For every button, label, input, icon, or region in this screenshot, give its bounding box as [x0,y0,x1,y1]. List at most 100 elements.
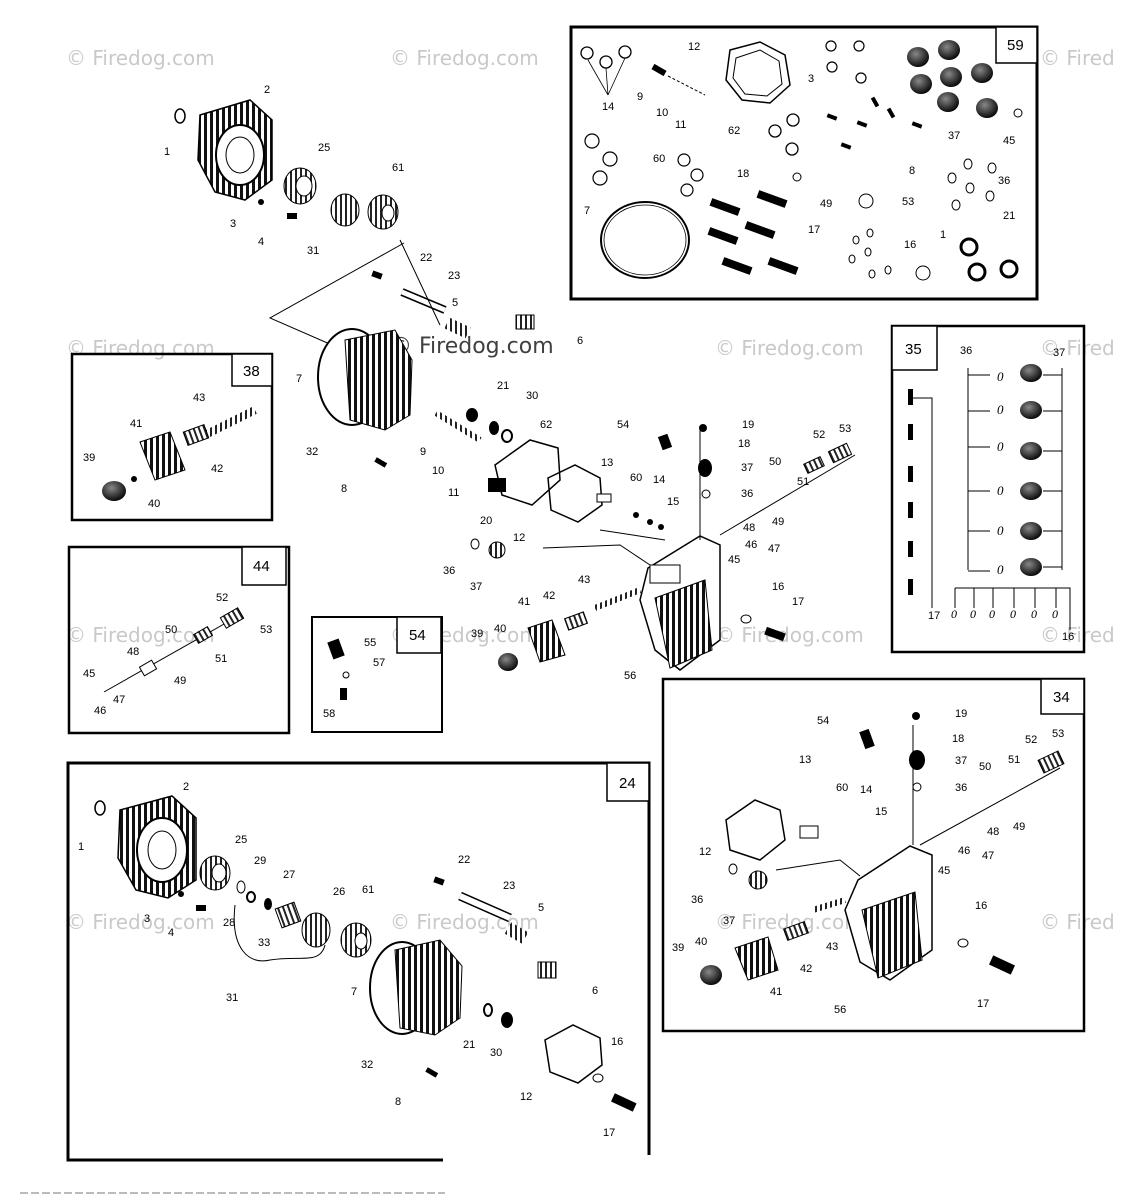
callout-14: 14 [653,474,665,486]
callout-41: 41 [518,596,530,608]
callout-62: 62 [540,419,552,431]
svg-text:0: 0 [997,483,1004,498]
callout-49: 49 [772,516,784,528]
callout-52: 52 [216,592,228,604]
seal-set-21 [959,237,1019,282]
callout-36: 36 [443,565,455,577]
callout-7: 7 [351,986,357,998]
screw-set-8 [826,96,923,150]
callout-37: 37 [1053,347,1065,359]
callout-45: 45 [728,554,740,566]
callout-49: 49 [1013,821,1025,833]
callout-47: 47 [113,694,125,706]
callout-18: 18 [952,733,964,745]
callout-17: 17 [792,596,804,608]
kit-box-44: 44 52 53 50 51 48 49 45 47 46 [67,545,291,735]
callout-31: 31 [307,245,319,257]
kit-box-38: 38 43 41 42 39 40 [70,352,274,522]
callout-52: 52 [1025,734,1037,746]
callout-1: 1 [164,146,170,158]
callout-45: 45 [1003,135,1015,147]
callout-36: 36 [998,175,1010,187]
gear-housing [117,795,197,899]
box-35-number: 35 [905,341,922,358]
callout-42: 42 [211,463,223,475]
box-59-number: 59 [1007,37,1024,54]
callout-6: 6 [577,335,583,347]
callout-14: 14 [860,784,872,796]
svg-text:0: 0 [989,607,995,621]
callout-36: 36 [741,488,753,500]
callout-5: 5 [452,297,458,309]
svg-text:0: 0 [997,402,1004,417]
gasket-part [725,41,791,104]
callout-55: 55 [364,637,376,649]
pump-head [369,939,463,1036]
callout-46: 46 [958,845,970,857]
kit-box-34: 34 54 19 18 37 36 52 53 13 60 14 50 51 1… [661,677,1086,1033]
manifold [844,845,933,981]
svg-text:0: 0 [1031,607,1037,621]
watermark: © Firedog.com [715,336,864,360]
callout-32: 32 [306,446,318,458]
watermark: © Firedog.com [715,623,864,647]
callout-50: 50 [979,761,991,773]
callout-60: 60 [653,153,665,165]
callout-17: 17 [808,224,820,236]
callout-53: 53 [260,624,272,636]
callout-36: 36 [955,782,967,794]
callout-49: 49 [174,675,186,687]
callout-40: 40 [494,623,506,635]
callout-37: 37 [948,130,960,142]
callout-15: 15 [667,496,679,508]
callout-14: 14 [602,101,614,113]
watermark: © Firedog.com [66,336,215,360]
ring-set-36 [947,158,997,211]
ring-set-62 [768,113,800,156]
svg-text:0: 0 [970,607,976,621]
callout-56: 56 [624,670,636,682]
large-o-ring [600,201,690,279]
callout-42: 42 [800,963,812,975]
callout-21: 21 [1003,210,1015,222]
callout-41: 41 [130,418,142,430]
callout-17: 17 [603,1127,615,1139]
callout-20: 20 [480,515,492,527]
callout-18: 18 [738,438,750,450]
watermark-dark: © Firedog.com [390,334,554,359]
callout-9: 9 [637,91,643,103]
callout-23: 23 [503,880,515,892]
box-38-number: 38 [243,363,260,380]
callout-7: 7 [296,373,302,385]
callout-52: 52 [813,429,825,441]
callout-36: 36 [691,894,703,906]
watermark: © Firedog.com [66,46,215,70]
callout-25: 25 [235,834,247,846]
svg-text:0: 0 [997,562,1004,577]
box-59-frame [569,25,1039,301]
watermark: © Fired [1040,910,1115,934]
callout-60: 60 [836,782,848,794]
callout-54: 54 [617,419,629,431]
callout-37: 37 [955,755,967,767]
callout-19: 19 [742,419,754,431]
callout-37: 37 [741,462,753,474]
callout-8: 8 [909,165,915,177]
callout-3: 3 [808,73,814,85]
callout-31: 31 [226,992,238,1004]
callout-39: 39 [672,942,684,954]
callout-37: 37 [723,915,735,927]
callout-45: 45 [83,668,95,680]
callout-53: 53 [839,423,851,435]
o-ring-column: 000 000 [997,369,1004,577]
svg-text:0: 0 [1052,607,1058,621]
callout-25: 25 [318,142,330,154]
callout-1: 1 [78,841,84,853]
callout-61: 61 [362,884,374,896]
callout-13: 13 [799,754,811,766]
callout-33: 33 [258,937,270,949]
callout-21: 21 [497,380,509,392]
callout-42: 42 [543,590,555,602]
